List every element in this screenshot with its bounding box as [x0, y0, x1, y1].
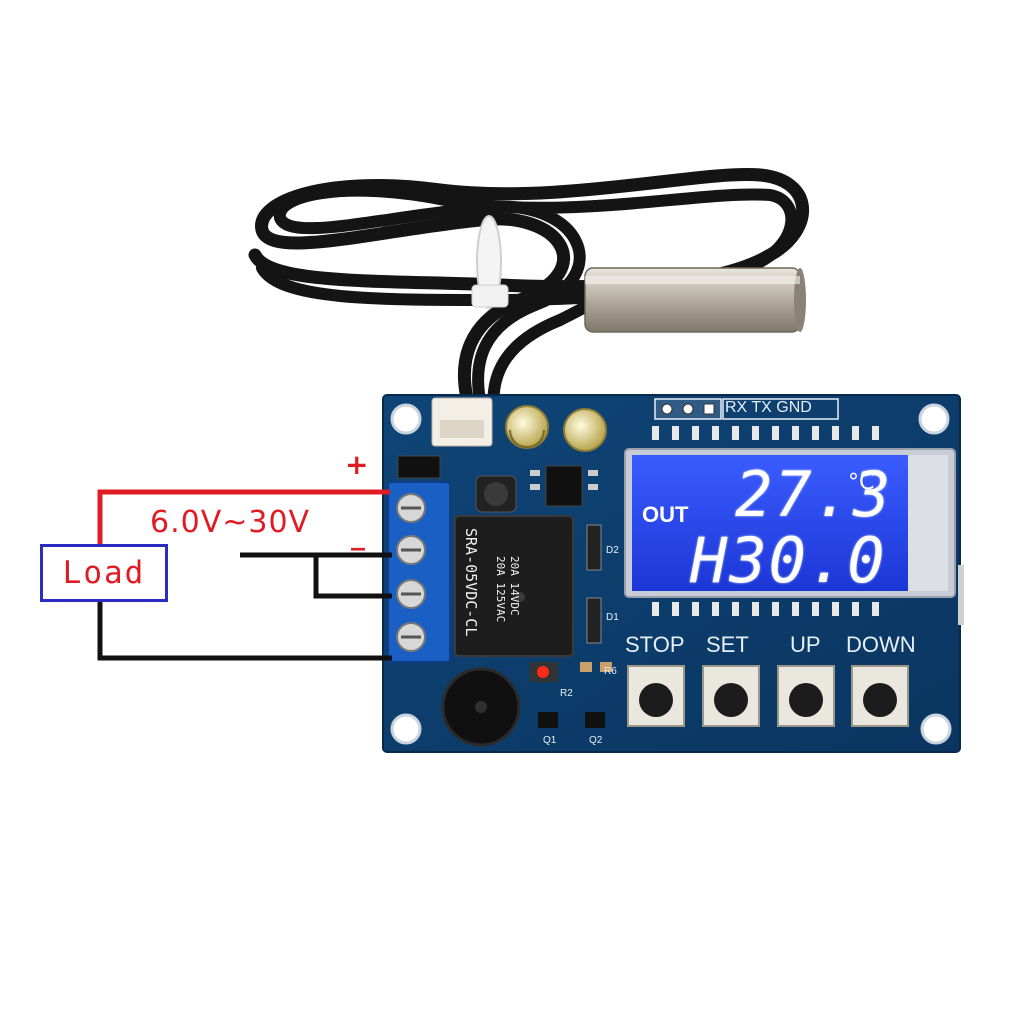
lcd-pins: [652, 426, 879, 616]
stop-button-label: STOP: [625, 632, 685, 657]
relay-rating-dc: 20A 14VDC: [508, 556, 521, 616]
relay: [454, 515, 574, 657]
small-components: [397, 455, 612, 728]
silk-d1: D1: [606, 612, 619, 623]
serial-header: [654, 398, 839, 420]
lcd-display: [624, 448, 964, 625]
relay-rating-ac: 20A 125VAC: [494, 556, 507, 623]
black-wire-load: [97, 602, 392, 661]
buzzer: [441, 667, 521, 747]
silk-r6: R6: [604, 666, 617, 677]
sensor-connector: [431, 397, 493, 447]
lcd-temperature: 27.3: [735, 458, 893, 531]
stop-button-body: [627, 665, 685, 727]
load-box: Load: [40, 544, 168, 602]
terminal-block: [387, 481, 451, 663]
silk-r2: R2: [560, 688, 573, 699]
load-label: Load: [62, 555, 146, 591]
down-button-label: DOWN: [846, 632, 916, 657]
set-button-body: [702, 665, 760, 727]
temperature-probe: [584, 267, 806, 333]
lcd-out-indicator: OUT: [642, 502, 689, 527]
push-buttons: [627, 665, 909, 727]
relay-model-text: SRA-05VDC-CL: [462, 528, 480, 637]
up-button-label: UP: [790, 632, 821, 657]
black-wire-link: [313, 555, 392, 599]
wiring: [97, 489, 392, 661]
up-button-body: [777, 665, 835, 727]
plus-sign: +: [345, 448, 369, 481]
minus-sign: _: [351, 518, 365, 551]
down-button-body: [851, 665, 909, 727]
silk-d2: D2: [606, 545, 619, 556]
silk-q2: Q2: [589, 735, 603, 746]
lcd-setpoint: H30.0: [690, 524, 887, 597]
set-button-label: SET: [706, 632, 749, 657]
capacitors: [505, 405, 607, 452]
red-wire: [97, 489, 390, 546]
voltage-label: 6.0V~30V: [150, 505, 311, 540]
silk-q1: Q1: [543, 735, 557, 746]
cable-tie: [471, 215, 509, 309]
serial-header-label: RX TX GND: [725, 399, 812, 416]
lcd-unit: °C: [848, 470, 875, 495]
